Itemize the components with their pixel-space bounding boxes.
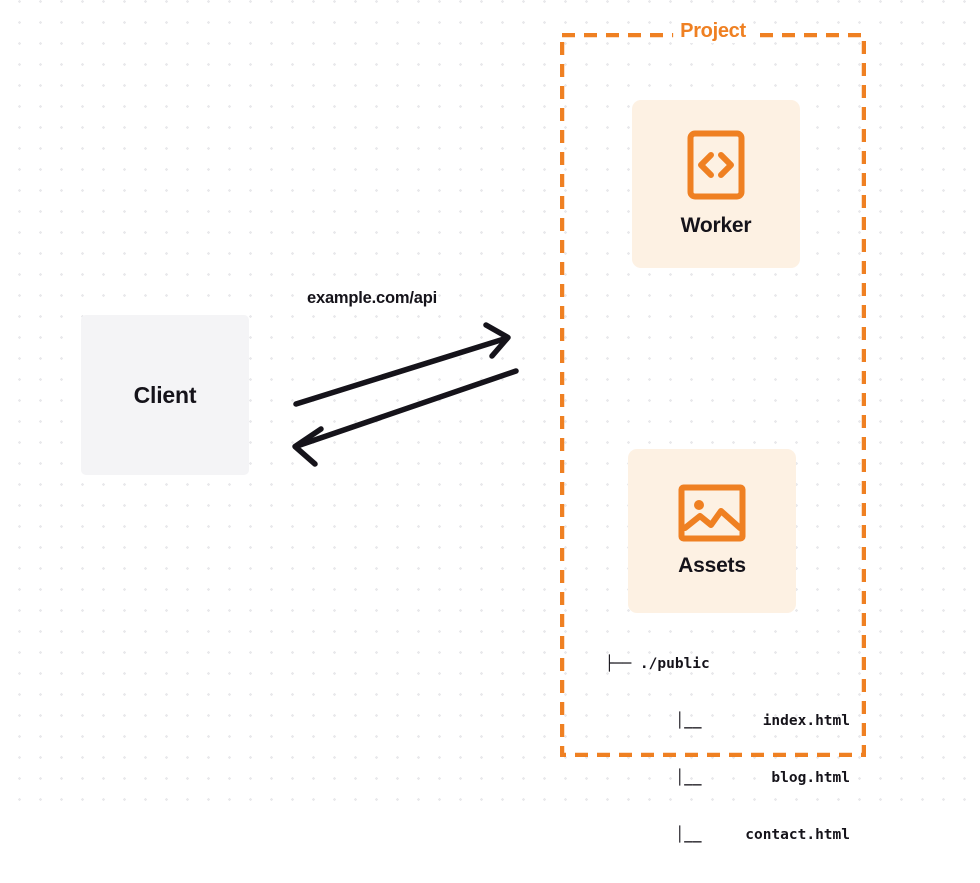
- project-container[interactable]: Project Worker Assets: [560, 20, 866, 843]
- project-title: Project: [673, 20, 753, 43]
- assets-label: Assets: [678, 554, 746, 577]
- worker-label: Worker: [680, 214, 752, 237]
- arrow-left-icon: [292, 368, 519, 467]
- request-url-label: example.com/api: [307, 289, 437, 307]
- image-icon: [678, 484, 746, 542]
- client-label: Client: [133, 381, 197, 408]
- connection-arrows: [292, 322, 519, 467]
- assets-card[interactable]: Assets: [628, 449, 796, 613]
- file-tree-row: ├── ./public: [605, 656, 710, 672]
- code-brackets-icon: [687, 130, 745, 200]
- client-node[interactable]: Client: [81, 315, 249, 475]
- worker-card[interactable]: Worker: [632, 100, 800, 268]
- file-tree-row: │__ blog.html: [675, 770, 850, 786]
- project-dashed-border: [560, 33, 866, 757]
- file-tree-row: │__ contact.html: [675, 827, 850, 843]
- arrow-right-icon: [293, 322, 511, 407]
- diagram-canvas: Client example.com/api Project: [81, 20, 866, 843]
- assets-file-tree: ├── ./public │__ index.html │__ blog.htm…: [605, 617, 850, 883]
- file-tree-row: │__ index.html: [675, 713, 850, 729]
